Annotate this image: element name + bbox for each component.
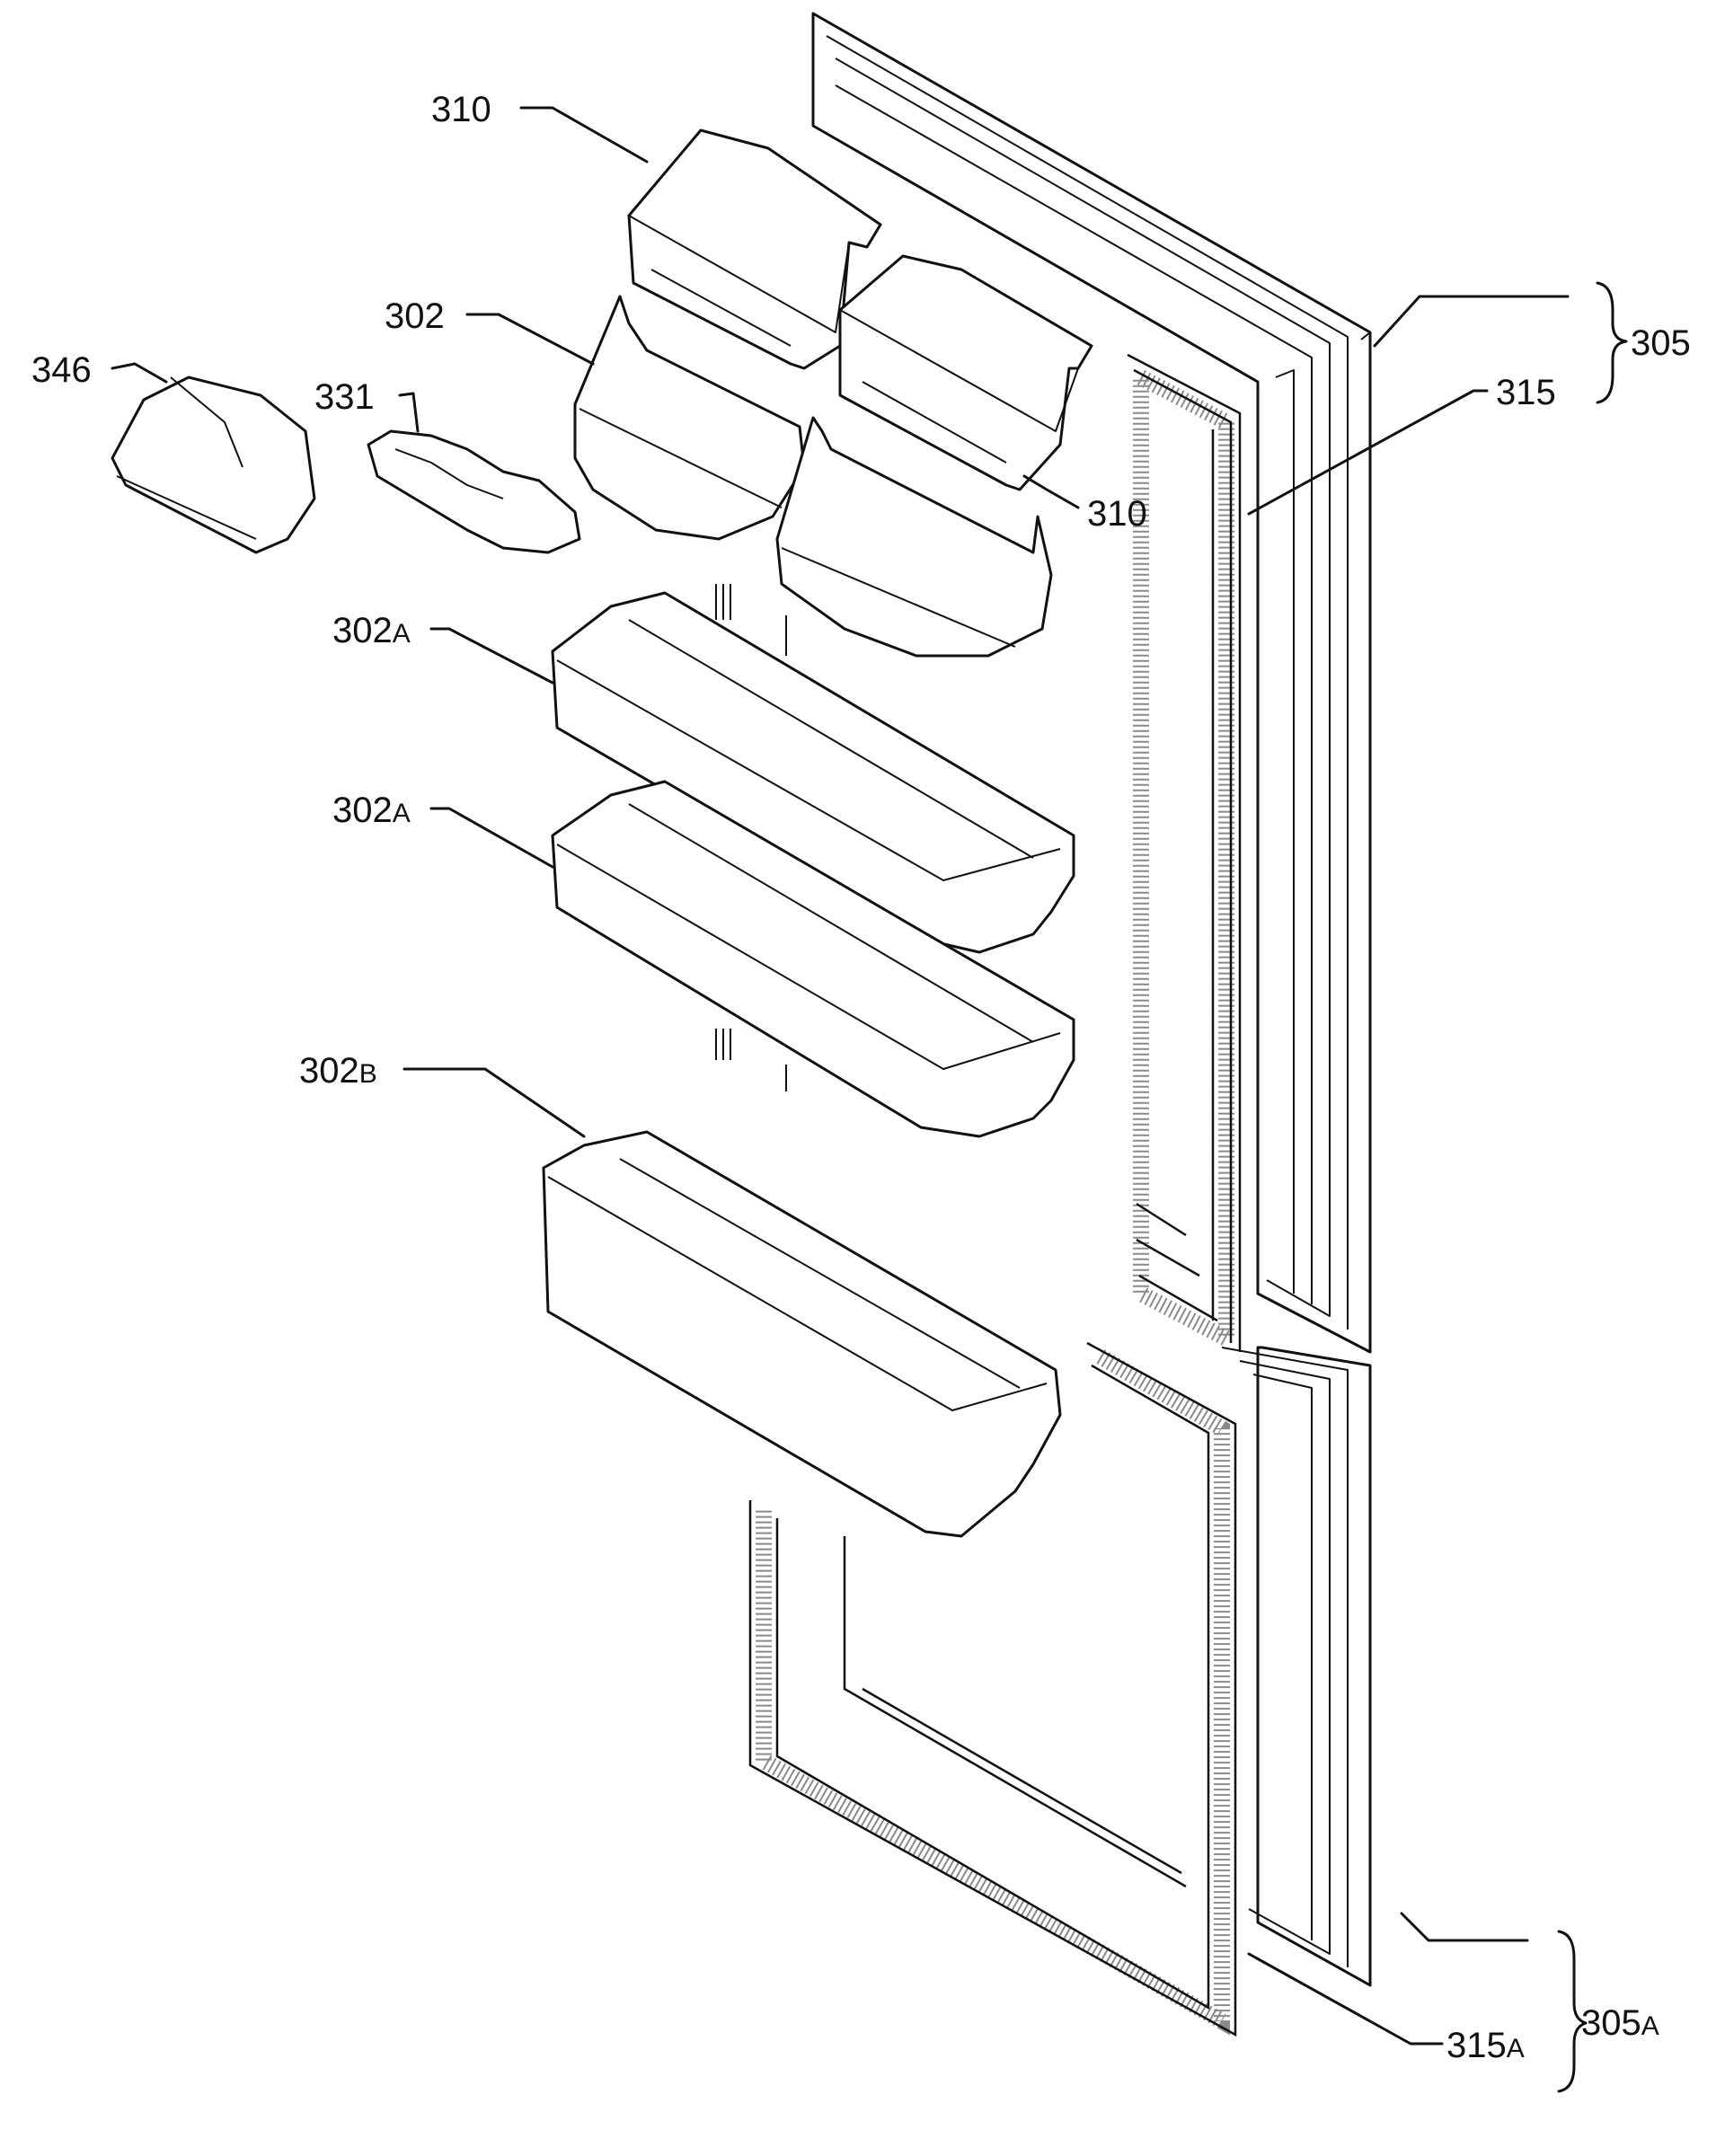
upper-door-panel xyxy=(811,12,1372,1354)
lower-door-panel xyxy=(1221,1346,1372,1987)
lower-door-gasket xyxy=(748,1341,1237,2037)
part-label-315a: 315A xyxy=(1446,2026,1525,2065)
egg-tray-331 xyxy=(367,429,581,554)
door-shelf-302b xyxy=(542,1130,1062,1538)
part-label-302a-lower: 302A xyxy=(332,791,411,830)
door-shelf-302-right xyxy=(775,416,1053,658)
brace-305 xyxy=(1596,281,1628,404)
door-shelf-302-left xyxy=(573,295,806,541)
part-label-302b: 302B xyxy=(299,1051,377,1091)
part-label-302a-upper: 302A xyxy=(332,611,411,650)
part-label-302: 302 xyxy=(385,296,445,336)
part-label-310-lower: 310 xyxy=(1087,494,1147,534)
part-label-310-upper: 310 xyxy=(431,90,491,129)
brace-305a xyxy=(1557,1930,1588,2093)
door-shelf-302a-lower xyxy=(551,780,1075,1138)
part-label-315: 315 xyxy=(1496,373,1556,412)
mounting-marks xyxy=(715,584,787,1091)
part-label-346: 346 xyxy=(31,350,92,390)
part-label-331: 331 xyxy=(314,377,375,417)
part-label-305a: 305A xyxy=(1581,2003,1659,2043)
part-label-305: 305 xyxy=(1631,323,1691,363)
dairy-cover-lower xyxy=(838,254,1093,491)
butter-dish-346 xyxy=(111,376,316,554)
leader-lines xyxy=(111,106,1570,2046)
upper-door-gasket xyxy=(1127,353,1242,1352)
dairy-cover-upper xyxy=(627,128,882,370)
